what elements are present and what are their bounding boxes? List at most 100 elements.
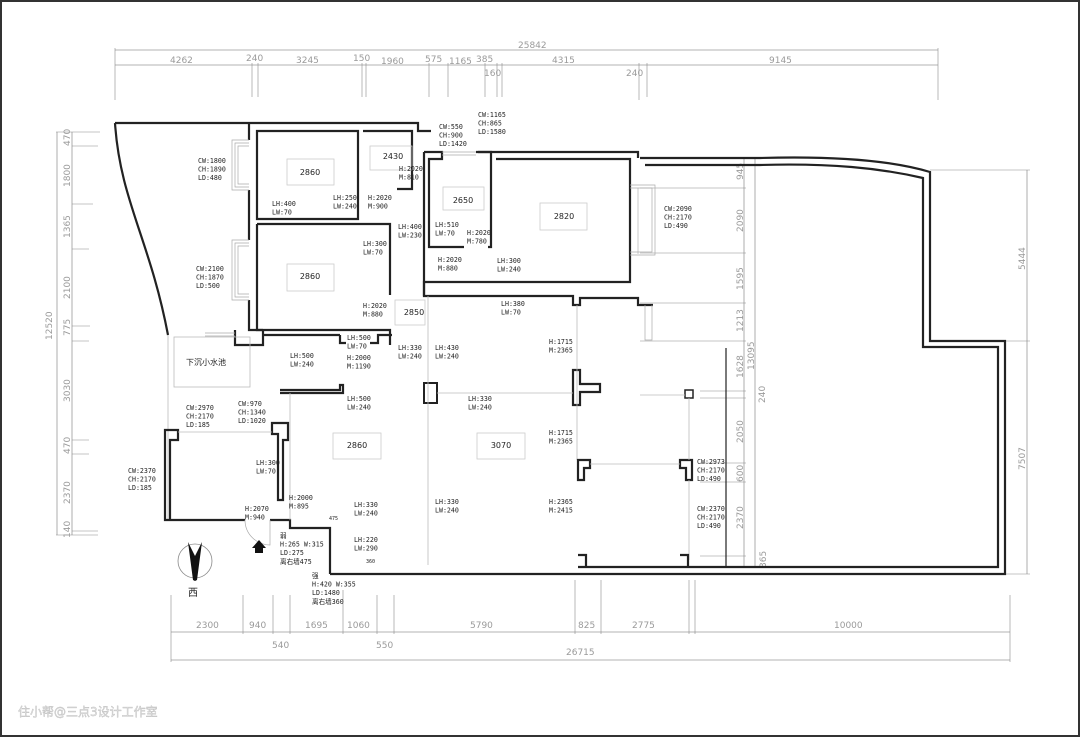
annotation-line: LW:240 [347, 404, 371, 412]
ceiling-height: 2650 [453, 196, 473, 205]
annotation-line: LW:70 [256, 468, 276, 476]
entrance-door-swing [244, 519, 271, 546]
dim-top: 1165 [449, 57, 472, 67]
ceiling-height: 2820 [554, 212, 574, 221]
walls [113, 121, 1007, 576]
annotation-line: LW:70 [501, 309, 521, 317]
annotation-line: M:880 [363, 311, 383, 319]
annotation-line: LH:330 [468, 395, 492, 403]
annotation-line: 强 [312, 572, 319, 580]
annotation-line: 离右墙475 [280, 557, 312, 566]
annotation-line: LH:300 [256, 459, 280, 467]
annotation-line: LW:240 [354, 510, 378, 518]
dim-top: 3245 [296, 56, 319, 66]
dim-bottom: 825 [578, 621, 595, 631]
dim-top: 160 [484, 69, 501, 79]
annotation-line: LD:500 [196, 282, 220, 290]
annotation-line: LW:240 [497, 266, 521, 274]
dim-left: 1365 [63, 215, 73, 238]
annotation-line: CW:1165 [478, 111, 506, 119]
dim-right: 1595 [736, 267, 746, 290]
annotation-line: H:1715 [549, 338, 573, 346]
annotation-line: CW:2370 [128, 467, 156, 475]
annotation-line: CH:2170 [128, 476, 156, 484]
dim-right: 945 [736, 163, 746, 180]
dim-right: 1213 [736, 309, 746, 332]
windows [205, 139, 656, 341]
small-dimension-mark: 360 [366, 559, 375, 565]
annotation-line: H:2000 [289, 494, 313, 502]
annotation-line: H:265 W:315 [280, 541, 324, 549]
annotation-line: LW:240 [333, 203, 357, 211]
annotation-line: LD:1580 [478, 128, 506, 136]
dim-top: 150 [353, 54, 370, 64]
annotation-line: LH:330 [398, 344, 422, 352]
annotation-line: LW:70 [272, 209, 292, 217]
dim-bottom: 1695 [305, 621, 328, 631]
annotation-line: H:2020 [363, 302, 387, 310]
annotation-line: CH:2170 [697, 467, 725, 475]
annotation-line: LW:240 [435, 353, 459, 361]
dim-top: 240 [246, 54, 263, 64]
annotation-line: M:1190 [347, 363, 371, 371]
annotation-line: H:2020 [399, 165, 423, 173]
dim-right-total: 13095 [747, 341, 757, 370]
annotation-line: LW:290 [354, 545, 378, 553]
annotation-line: M:880 [438, 265, 458, 273]
ceiling-height: 2850 [404, 308, 424, 317]
dim-left: 2100 [63, 276, 73, 299]
annotation-line: LH:500 [347, 395, 371, 403]
top-dimensions: 25842 4262 240 3245 150 1960 575 1165 38… [114, 41, 939, 100]
sunken-pond-area [173, 336, 251, 388]
annotation-line: CW:970 [238, 400, 262, 408]
annotation-line: CH:900 [439, 132, 463, 140]
dim-right: 600 [736, 465, 746, 482]
annotation-line: M:780 [467, 238, 487, 246]
annotation-line: LH:330 [354, 501, 378, 509]
room-label-sunken-pond: 下沉小水池 [186, 357, 226, 367]
dim-top: 9145 [769, 56, 792, 66]
annotation-line: LW:240 [468, 404, 492, 412]
annotation-line: H:420 W:355 [312, 581, 356, 589]
annotation-line: CW:550 [439, 123, 463, 131]
ceiling-height: 2860 [300, 272, 320, 281]
entrance-arrow-icon [252, 540, 266, 553]
annotation-line: LD:185 [186, 421, 210, 429]
dim-bottom: 2775 [632, 621, 655, 631]
annotation-line: LH:500 [347, 334, 371, 342]
annotation-line: LH:220 [354, 536, 378, 544]
annotation-line: M:900 [368, 203, 388, 211]
dim-top: 1960 [381, 57, 404, 67]
annotation-line: H:2020 [368, 194, 392, 202]
annotation-line: LH:500 [290, 352, 314, 360]
dim-bottom: 2300 [196, 621, 219, 631]
dim-bottom: 940 [249, 621, 266, 631]
annotation-line: CW:2100 [196, 265, 224, 273]
annotation-line: LD:490 [697, 522, 721, 530]
annotation-line: CH:865 [478, 120, 502, 128]
dim-left: 470 [63, 129, 73, 146]
annotation-line: LW:240 [398, 353, 422, 361]
annotation-line: LD:275 [280, 549, 304, 557]
annotation-line: CW:2370 [697, 505, 725, 513]
dim-right: 2050 [736, 420, 746, 443]
dim-left: 470 [63, 437, 73, 454]
dim-right: 1628 [736, 355, 746, 378]
annotation-line: LH:300 [497, 257, 521, 265]
annotation-line: LH:400 [398, 223, 422, 231]
annotation-line: LD:480 [198, 174, 222, 182]
dim-right: 2090 [736, 209, 746, 232]
annotation-line: LW:230 [398, 232, 422, 240]
annotation-line: LH:400 [272, 200, 296, 208]
annotation-line: LD:1480 [312, 589, 340, 597]
ceiling-height: 2430 [383, 152, 403, 161]
ceiling-heights: 2860 2430 2650 2820 2860 2850 2860 3070 [286, 145, 588, 460]
annotation-line: CW:2970 [186, 404, 214, 412]
dim-left: 1800 [63, 164, 73, 187]
bottom-dimensions: 2300 940 1695 1060 5790 825 2775 10000 5… [170, 580, 1011, 662]
watermark: 住小帮@三点3设计工作室 [18, 704, 158, 719]
annotation-line: M:2415 [549, 507, 573, 515]
annotation-line: CW:2973 [697, 458, 725, 466]
